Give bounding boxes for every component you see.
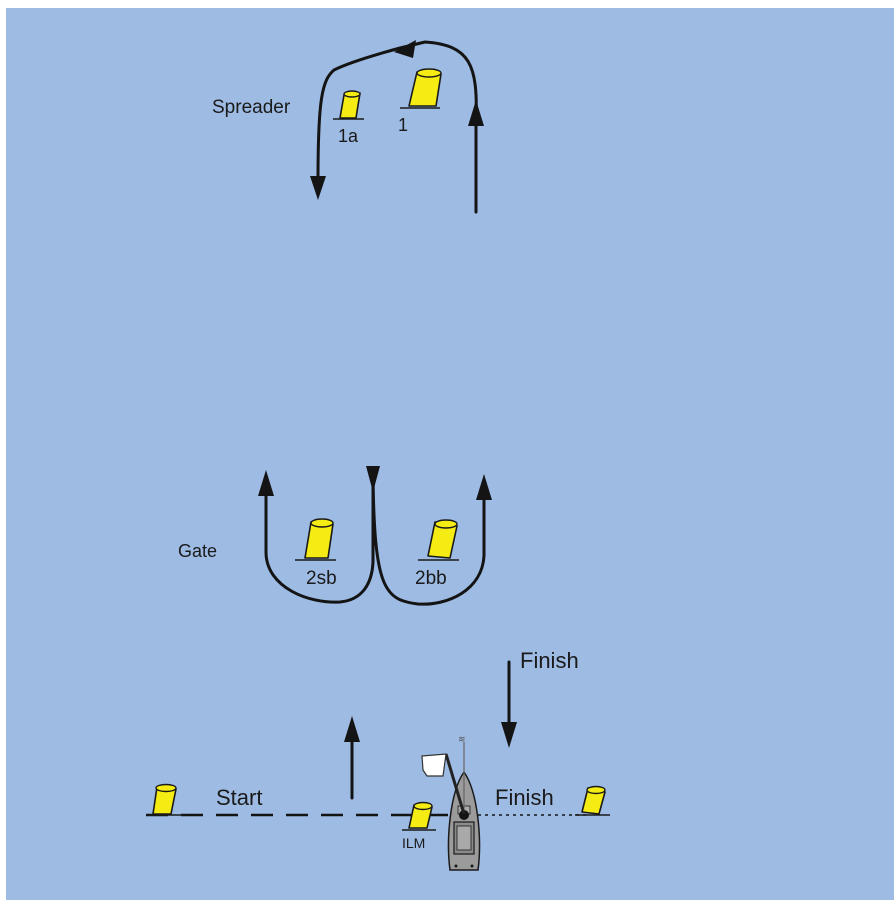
gate-rounding-path xyxy=(264,470,486,606)
finish-approach-arrowhead xyxy=(501,722,517,748)
mark-2sb-label: 2sb xyxy=(306,568,337,589)
finish-approach-label: Finish xyxy=(520,648,579,673)
spreader-label: Spreader xyxy=(212,97,291,118)
start-label: Start xyxy=(216,785,262,810)
path-arrowhead-down xyxy=(310,176,326,200)
finish-line-label: Finish xyxy=(495,785,554,810)
buoy-1-icon xyxy=(400,68,442,109)
flag-icon xyxy=(421,753,466,815)
start-pin-buoy-icon xyxy=(146,783,186,816)
mark-2bb-label: 2bb xyxy=(415,568,447,589)
buoy-2sb-icon xyxy=(295,518,336,561)
gate-arrowhead-down xyxy=(366,466,380,492)
gate-arrowhead-right xyxy=(476,474,492,500)
mark-1-label: 1 xyxy=(398,115,408,135)
gate-arrowhead-left xyxy=(258,470,274,496)
water-area xyxy=(6,8,894,900)
committee-boat-icon: ≋ xyxy=(447,734,481,871)
buoy-1a-icon xyxy=(333,90,364,120)
buoy-2bb-icon xyxy=(418,519,459,561)
mark-ilm-label: ILM xyxy=(402,835,425,851)
spreader-rounding-path xyxy=(316,40,478,214)
mark-1a-label: 1a xyxy=(338,126,359,146)
path-arrowhead-left xyxy=(394,40,416,58)
start-arrowhead xyxy=(344,716,360,742)
buoy-ilm-icon xyxy=(402,801,436,831)
path-arrowhead-up xyxy=(468,100,484,126)
svg-text:≋: ≋ xyxy=(458,734,466,744)
finish-pin-buoy-icon xyxy=(575,785,610,816)
gate-label: Gate xyxy=(178,541,217,561)
